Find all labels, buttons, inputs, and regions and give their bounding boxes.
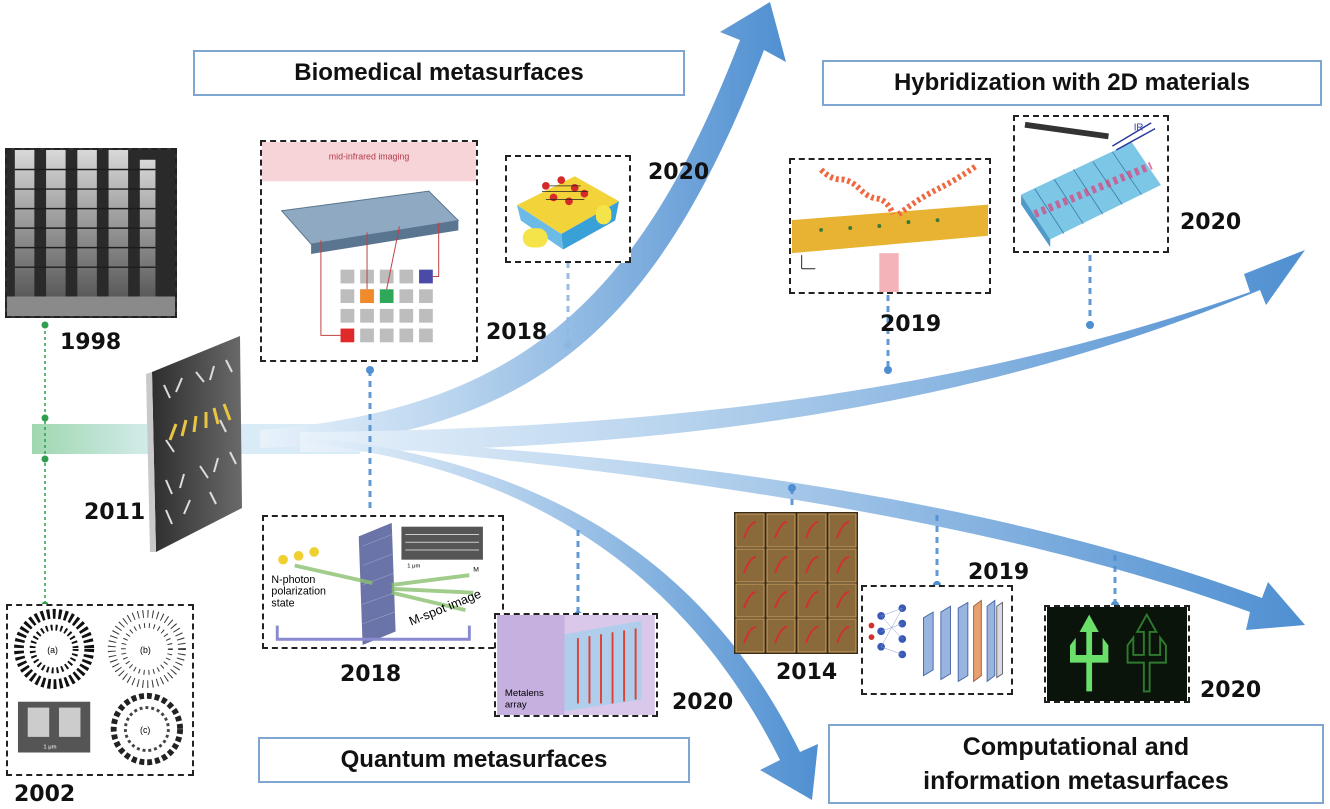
year-1998: 1998 (60, 330, 122, 355)
connector-dot (41, 321, 49, 329)
inset-comp-2019 (861, 585, 1013, 695)
inset-bio-2018: mid-infrared imaging (260, 140, 478, 362)
timeline-band-green (32, 424, 162, 454)
metalens-array (564, 620, 642, 712)
incident-wave (819, 167, 896, 216)
trident-dim (1126, 612, 1167, 693)
graphene-sensor (516, 176, 620, 235)
mid-infrared-label: mid-infrared imaging (329, 152, 410, 162)
year-comp-2020: 2020 (1200, 678, 1262, 703)
coding-metasurface (734, 512, 858, 654)
pixel-grid (340, 269, 433, 343)
zone-plate-b-label: (b) (140, 645, 151, 655)
n-photon-line3: state (271, 597, 294, 609)
inset-quantum-2018: 1 μm M N-photon polarization state M-spo… (262, 515, 504, 649)
title-hybridization-text: Hybridization with 2D materials (893, 69, 1251, 96)
zone-plate-b: (b) (107, 609, 186, 689)
title-hybridization: Hybridization with 2D materials (822, 60, 1322, 106)
inset-bio-2020 (505, 155, 631, 263)
year-2002: 2002 (14, 782, 76, 807)
n-photon-line2: polarization (271, 586, 326, 598)
hybrid-film (1021, 142, 1161, 240)
inset-comp-2014 (734, 512, 858, 654)
inset-2002-zone-plates: (a) (b) 1 μm (c) (6, 604, 194, 776)
year-comp-2014: 2014 (776, 660, 838, 685)
title-computational-line2: information metasurfaces (923, 767, 1229, 795)
metalens-label1: Metalens (505, 688, 544, 699)
year-2011: 2011 (84, 500, 146, 525)
sem-inset (401, 526, 483, 560)
plasmon-mode (1033, 161, 1153, 218)
title-computational-line1: Computational and (962, 733, 1190, 761)
inset-1998-sem (5, 148, 177, 318)
afm-tip (1024, 121, 1109, 140)
inset-hybrid-2020: IR (1013, 115, 1169, 253)
scale-label-2002: 1 μm (43, 745, 56, 751)
arrow-biomedical (260, 2, 786, 448)
sensor-plate (280, 190, 460, 245)
label-m: M (473, 566, 479, 573)
arrow-hybridization (300, 250, 1305, 452)
metasurface-chip-2011 (146, 336, 242, 552)
zone-plate-a: (a) (14, 608, 95, 690)
zone-plate-a-label: (a) (47, 645, 58, 655)
trident-holograms (1046, 607, 1188, 701)
title-quantum-text: Quantum metasurfaces (340, 746, 608, 773)
title-biomedical-text: Biomedical metasurfaces (294, 59, 584, 86)
year-quantum-2020: 2020 (672, 690, 734, 715)
transmitted-beam (879, 253, 899, 292)
year-bio-2020: 2020 (648, 160, 710, 185)
light-beam (522, 228, 548, 248)
year-comp-2019: 2019 (968, 560, 1030, 585)
year-bio-2018: 2018 (486, 320, 548, 345)
metalens-label2: array (505, 699, 527, 710)
sem-cross-section: 1 μm (17, 701, 91, 753)
inset-comp-2020 (1044, 605, 1190, 703)
sem-grating-image (7, 150, 175, 316)
arrow-quantum (300, 436, 818, 800)
scale-label-quantum: 1 μm (407, 563, 420, 569)
year-hybrid-2020: 2020 (1180, 210, 1242, 235)
title-biomedical: Biomedical metasurfaces (193, 50, 685, 96)
neural-network-diagram (868, 599, 1004, 683)
connector-dot (41, 455, 49, 463)
n-photon-line1: N-photon (271, 574, 315, 586)
year-hybrid-2019: 2019 (880, 312, 942, 337)
title-quantum: Quantum metasurfaces (258, 737, 690, 783)
ir-label: IR (1134, 123, 1144, 134)
reflected-wave (896, 163, 979, 217)
year-quantum-2018: 2018 (340, 662, 402, 687)
title-computational: Computational and information metasurfac… (828, 724, 1324, 804)
connector-dot (41, 414, 49, 422)
bracket (275, 625, 471, 641)
2d-material-layer (791, 204, 989, 254)
trident-bright (1070, 614, 1109, 692)
zone-plate-c-label: (c) (140, 725, 150, 735)
metasurface-panel (358, 522, 396, 646)
inset-hybrid-2019 (789, 158, 991, 294)
inset-quantum-2020: Metalens array (494, 613, 658, 717)
zone-plate-c: (c) (110, 692, 184, 766)
